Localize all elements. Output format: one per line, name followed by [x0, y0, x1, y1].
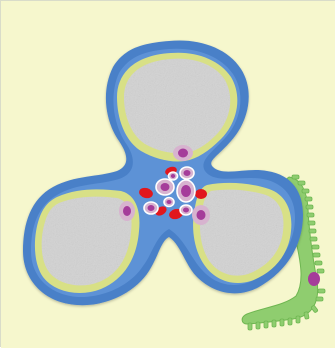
process-tooth [304, 312, 309, 320]
process-tooth [313, 253, 320, 257]
process-tooth [248, 323, 252, 330]
process-tooth [308, 221, 315, 225]
process-tooth [316, 297, 323, 301]
process-tooth [318, 289, 325, 293]
oval-cell [164, 198, 174, 207]
process-tooth [288, 318, 292, 325]
process-tooth [305, 197, 312, 201]
oval-cell [177, 180, 195, 202]
process-tooth [317, 269, 324, 273]
process-tooth [256, 322, 260, 329]
process-tooth [280, 319, 284, 326]
process-tooth [312, 245, 319, 249]
process-tooth [315, 261, 322, 265]
oval-cell [156, 179, 174, 195]
process-tooth [306, 205, 313, 209]
process-tooth [298, 181, 305, 185]
red-cell [195, 189, 207, 199]
oval-cell [144, 202, 158, 214]
process-tooth [310, 237, 317, 241]
process-tooth [296, 316, 300, 323]
process-tooth [307, 213, 314, 217]
process-tooth [272, 320, 276, 327]
process-tooth [264, 321, 268, 328]
process-tooth [292, 175, 299, 179]
process-tooth [302, 189, 309, 193]
process-tooth [309, 229, 316, 233]
right-nucleus [197, 210, 206, 220]
left-nucleus [123, 206, 131, 216]
oval-cell [169, 172, 178, 180]
oval-cell [180, 167, 194, 179]
oval-cell [180, 205, 192, 215]
process-nucleus [308, 272, 320, 286]
upper-nucleus [178, 149, 188, 158]
